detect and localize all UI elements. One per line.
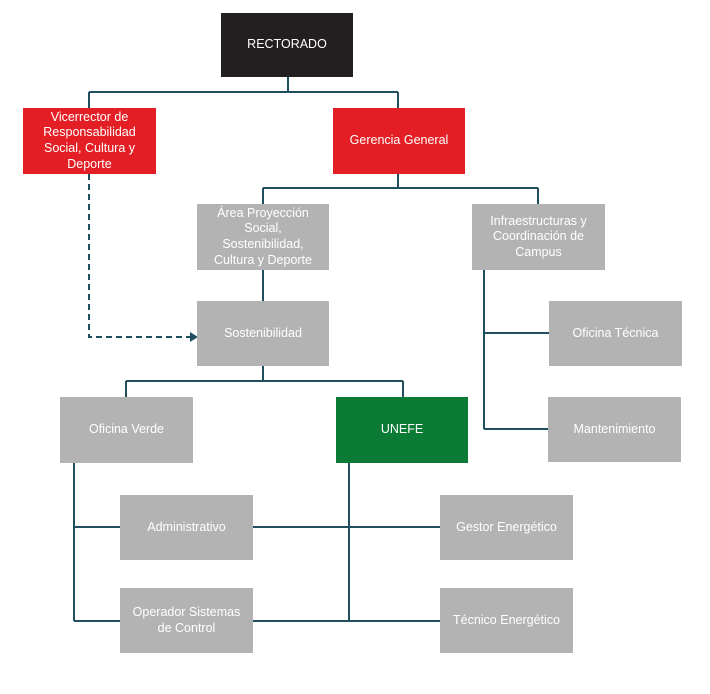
node-operador-sistemas-label: Operador Sistemas de Control (132, 604, 241, 635)
node-unefe-label: UNEFE (380, 422, 424, 437)
node-area-proyeccion: Área Proyección Social, Sostenibilidad, … (197, 204, 329, 270)
node-tecnico-energetico-label: Técnico Energético (452, 612, 560, 627)
connector-dashed-vicerrector-sostenibilidad (88, 174, 190, 338)
connector-rectorado (88, 77, 399, 108)
node-gestor-energetico: Gestor Energético (440, 495, 573, 560)
connector-oficina-verde (73, 463, 120, 622)
node-sostenibilidad-label: Sostenibilidad (224, 325, 302, 340)
connector-sostenibilidad (125, 366, 404, 397)
node-sostenibilidad: Sostenibilidad (197, 301, 329, 366)
node-rectorado-label: RECTORADO (247, 37, 327, 52)
arrowhead-icon (190, 332, 198, 342)
node-administrativo-label: Administrativo (147, 519, 226, 534)
node-rectorado: RECTORADO (221, 13, 353, 77)
node-gerencia-label: Gerencia General (349, 133, 449, 148)
node-unefe: UNEFE (336, 397, 468, 463)
node-vicerrector-label: Vicerrector de Responsabilidad Social, C… (43, 109, 136, 171)
node-oficina-tecnica-label: Oficina Técnica (572, 325, 659, 340)
node-oficina-tecnica: Oficina Técnica (549, 301, 682, 366)
connector-unefe (253, 463, 440, 622)
node-area-proyeccion-label: Área Proyección Social, Sostenibilidad, … (214, 205, 312, 267)
node-tecnico-energetico: Técnico Energético (440, 588, 573, 653)
node-mantenimiento: Mantenimiento (548, 397, 681, 462)
node-gestor-energetico-label: Gestor Energético (456, 519, 557, 534)
node-oficina-verde-label: Oficina Verde (88, 422, 165, 437)
connector-infraestructuras (483, 270, 549, 430)
node-administrativo: Administrativo (120, 495, 253, 560)
node-infraestructuras: Infraestructuras y Coordinación de Campu… (472, 204, 605, 270)
connector-gerencia (262, 174, 539, 204)
node-vicerrector: Vicerrector de Responsabilidad Social, C… (23, 108, 156, 174)
node-operador-sistemas: Operador Sistemas de Control (120, 588, 253, 653)
node-oficina-verde: Oficina Verde (60, 397, 193, 463)
node-mantenimiento-label: Mantenimiento (573, 421, 656, 436)
node-gerencia-general: Gerencia General (333, 108, 465, 174)
node-infraestructuras-label: Infraestructuras y Coordinación de Campu… (490, 213, 587, 259)
